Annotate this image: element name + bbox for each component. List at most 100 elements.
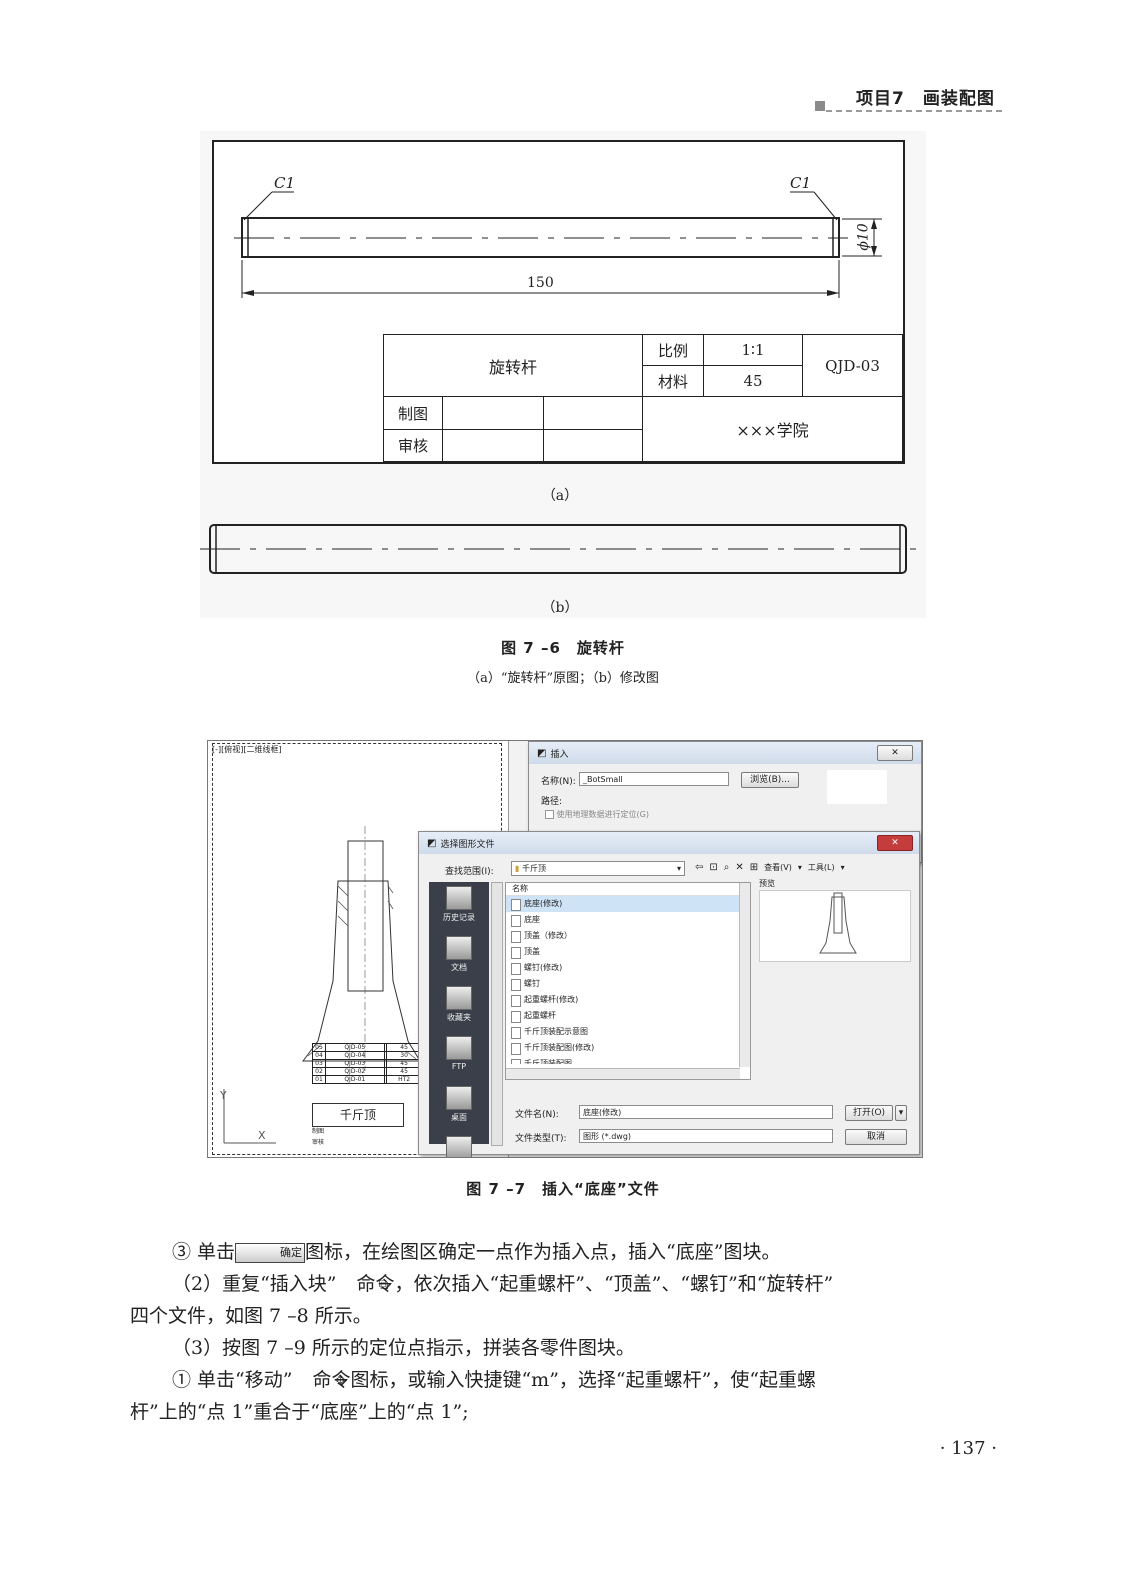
- bom-cell: QJD-03: [325, 1059, 385, 1068]
- checkbox-icon: [545, 810, 554, 819]
- select-file-close-button[interactable]: ✕: [877, 835, 913, 851]
- subfigure-b-label: （b）: [541, 600, 579, 616]
- places-item-history[interactable]: 历史记录: [429, 886, 489, 932]
- title-block-scale-label: 比例: [642, 333, 704, 367]
- title-block-school: ×××学院: [642, 396, 903, 462]
- insert-browse-button[interactable]: 浏览(B)...: [741, 772, 799, 788]
- ucs-icon: [223, 1089, 276, 1144]
- bom-checked-label: 审核: [312, 1139, 325, 1146]
- column-name-header[interactable]: 名称: [512, 884, 528, 893]
- delete-icon[interactable]: ✕: [735, 862, 744, 873]
- preview-pane: [759, 890, 911, 962]
- filename-label: 文件名(N):: [515, 1110, 559, 1120]
- insert-dialog-close-button[interactable]: ✕: [877, 745, 913, 761]
- filetype-select[interactable]: 图形 (*.dwg): [579, 1129, 833, 1143]
- open-options-button[interactable]: ▾: [895, 1105, 907, 1121]
- file-item[interactable]: 起重螺杆(修改): [506, 992, 750, 1008]
- view-menu-chevron-icon[interactable]: ▾: [797, 863, 802, 872]
- lookin-label: 查找范围(I):: [445, 867, 494, 877]
- places-scrollbar[interactable]: [491, 882, 503, 1146]
- file-list: 名称 底座(修改) 底座 顶盖（修改） 顶盖 螺钉(修改) 螺钉 起重螺杆(修改…: [505, 882, 751, 1080]
- viewport-controls-label[interactable]: [-][俯视][二维线框]: [212, 745, 282, 754]
- file-item[interactable]: 底座(修改): [506, 896, 750, 912]
- file-item[interactable]: 螺钉(修改): [506, 960, 750, 976]
- tools-menu-chevron-icon[interactable]: ▾: [840, 863, 845, 872]
- p1-suffix: 图标，在绘图区确定一点作为插入点，插入“底座”图块。: [305, 1241, 781, 1263]
- subfigure-a-label: （a）: [541, 488, 579, 504]
- places-label: FTP: [451, 1062, 467, 1071]
- tools-menu[interactable]: 工具(L): [807, 863, 835, 872]
- ok-button-icon: 确定: [235, 1243, 306, 1263]
- bom-title: 千斤顶: [312, 1103, 404, 1127]
- running-header-title: 项目7 画装配图: [856, 89, 995, 109]
- title-block-scale-value: 1∶1: [703, 333, 803, 367]
- filename-input[interactable]: 底座(修改): [579, 1105, 833, 1119]
- file-item[interactable]: 千斤顶装配图: [506, 1056, 750, 1064]
- view-menu[interactable]: 查看(V): [764, 863, 792, 872]
- bom-cell: 03: [312, 1059, 326, 1068]
- buzzsaw-icon: [446, 1136, 472, 1157]
- filetype-label: 文件类型(T):: [515, 1134, 567, 1144]
- places-item-ftp[interactable]: FTP: [429, 1036, 489, 1082]
- cancel-button[interactable]: 取消: [845, 1129, 907, 1145]
- search-icon[interactable]: ⌕: [723, 862, 730, 873]
- paragraph-step-3: ③ 单击确定图标，在绘图区确定一点作为插入点，插入“底座”图块。: [130, 1236, 1002, 1268]
- new-folder-icon[interactable]: ⊞: [749, 862, 759, 873]
- file-item[interactable]: 螺钉: [506, 976, 750, 992]
- title-block-drawing-no: QJD-03: [802, 333, 903, 398]
- places-label: 文档: [451, 963, 467, 972]
- p1-prefix: ③ 单击: [172, 1241, 236, 1263]
- file-item[interactable]: 千斤顶装配图(修改): [506, 1040, 750, 1056]
- header-marker: [815, 101, 825, 111]
- ucs-y-label: Y: [220, 1089, 227, 1102]
- insert-name-select[interactable]: _BotSmall: [579, 772, 729, 786]
- header-divider: [826, 110, 1002, 112]
- c1-leader-left: [243, 191, 273, 221]
- file-item[interactable]: 顶盖: [506, 944, 750, 960]
- lookin-select[interactable]: ▮ 千斤顶 ▾: [511, 861, 685, 876]
- file-list-hscrollbar[interactable]: [506, 1068, 740, 1079]
- rod-drawing-a: [234, 191, 882, 298]
- history-icon: [446, 886, 472, 910]
- move-icon: ✥: [334, 1373, 347, 1389]
- c1-leader-right: [813, 191, 838, 221]
- file-item[interactable]: 起重螺杆: [506, 1008, 750, 1024]
- back-icon[interactable]: ⇦: [695, 862, 704, 873]
- up-folder-icon[interactable]: ⊡: [709, 862, 718, 873]
- select-file-title: 选择图形文件: [440, 839, 495, 850]
- file-list-header: 名称: [506, 883, 750, 896]
- insert-path-label: 路径:: [541, 797, 563, 807]
- chamfer-label-left: C1: [274, 174, 296, 192]
- file-item[interactable]: 千斤顶装配示意图: [506, 1024, 750, 1040]
- places-item-buzzsaw[interactable]: [429, 1136, 489, 1157]
- title-block-drawn-date: [543, 396, 643, 430]
- title-block: 旋转杆 比例 1∶1 QJD-03 材料 45 制图 ×××学院 审核: [383, 333, 903, 463]
- paragraph-2: （2）重复“插入块”⧉命令，依次插入“起重螺杆”、“顶盖”、“螺钉”和“旋转杆”: [130, 1268, 1002, 1300]
- places-item-documents[interactable]: 文档: [429, 936, 489, 982]
- chamfer-label-right: C1: [790, 174, 812, 192]
- chevron-down-icon: ▾: [898, 1108, 904, 1118]
- rod-drawing-b: [200, 524, 926, 574]
- places-item-favorites[interactable]: 收藏夹: [429, 986, 489, 1032]
- jack-base-bore: [347, 840, 384, 992]
- page-number: · 137 ·: [939, 1438, 997, 1459]
- file-item[interactable]: 底座: [506, 912, 750, 928]
- places-label: 历史记录: [443, 913, 475, 922]
- diameter-label: ϕ10: [855, 223, 872, 251]
- insert-geo-label: 使用地理数据进行定位(G): [556, 810, 649, 819]
- open-button[interactable]: 打开(O): [845, 1105, 893, 1121]
- bom-cell: 30: [386, 1051, 422, 1060]
- chevron-down-icon: ▾: [676, 864, 681, 873]
- file-list-vscrollbar[interactable]: [739, 883, 750, 1067]
- select-file-dialog: ◩ 选择图形文件 ✕ 查找范围(I): ▮ 千斤顶 ▾ ⇦ ⊡ ⌕ ✕ ⊞ 查看…: [418, 831, 920, 1157]
- places-item-desktop[interactable]: 桌面: [429, 1086, 489, 1132]
- bom-cell: HT2: [386, 1075, 422, 1084]
- bom-cell: 45: [386, 1059, 422, 1068]
- file-item[interactable]: 顶盖（修改）: [506, 928, 750, 944]
- insert-geo-checkbox[interactable]: 使用地理数据进行定位(G): [545, 809, 649, 820]
- drawing-frame-a: C1 C1 ϕ10 150 旋转杆 比例 1∶1 QJD-03 材料 45 制图…: [212, 140, 905, 464]
- figure-7-6-subcaption: （a）“旋转杆”原图；（b）修改图: [467, 671, 659, 686]
- p2-prefix: （2）重复“插入块”: [172, 1273, 337, 1295]
- documents-icon: [446, 936, 472, 960]
